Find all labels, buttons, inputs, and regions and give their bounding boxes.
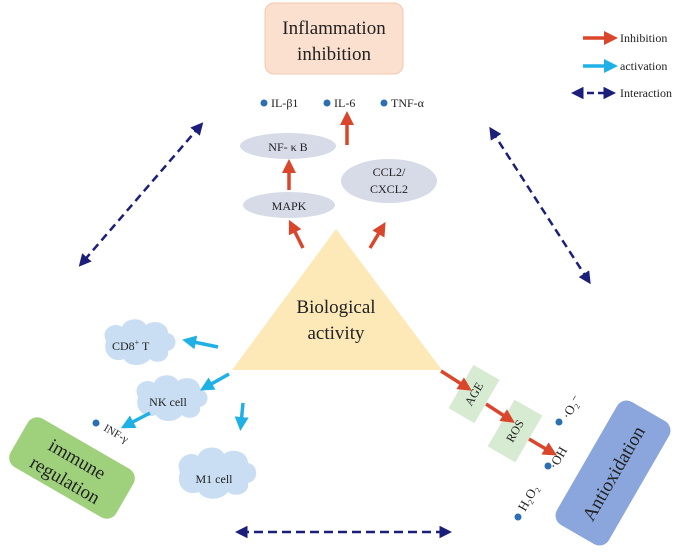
biological-activity-line1: Biological bbox=[296, 297, 375, 318]
h2o2-label: H₂O₂ bbox=[515, 482, 542, 514]
mapk-label: MAPK bbox=[272, 199, 307, 213]
legend-inhibition-label: Inhibition bbox=[620, 31, 667, 45]
arrow-center-to-ccl2 bbox=[368, 221, 386, 249]
nfkb-label: NF- κ B bbox=[268, 140, 307, 154]
m1-label: M1 cell bbox=[196, 472, 234, 486]
arrow-center-to-m1 bbox=[234, 402, 249, 431]
arrow-center-to-cd8 bbox=[182, 335, 219, 350]
ros-box: ROS bbox=[487, 399, 543, 463]
cytokine-dot-tnfa bbox=[380, 99, 388, 107]
cytokine-tnfa: TNF-α bbox=[391, 96, 425, 110]
legend: Inhibition activation Interaction bbox=[571, 31, 672, 100]
inflammation-title-line2: inhibition bbox=[297, 44, 371, 65]
cd8-cloud: CD8+ T bbox=[104, 319, 176, 365]
arrow-nk-to-inf bbox=[120, 411, 151, 429]
inflammation-box: Inflammation inhibition bbox=[264, 2, 404, 75]
inf-gamma-dot bbox=[92, 419, 100, 427]
cytokine-il1b: IL-β1 bbox=[271, 96, 298, 110]
cytokine-dot-il6 bbox=[323, 99, 331, 107]
ccl2-label-line1: CCL2/ bbox=[373, 165, 406, 179]
interaction-arrow-right bbox=[489, 126, 591, 285]
m1-cloud: M1 cell bbox=[178, 447, 257, 499]
cytokine-il6: IL-6 bbox=[334, 96, 355, 110]
cytokine-row: IL-β1 IL-6 TNF-α bbox=[260, 96, 425, 110]
inflammation-title-line1: Inflammation bbox=[282, 18, 386, 39]
mapk-node bbox=[243, 192, 335, 218]
legend-interaction-label: Interaction bbox=[620, 86, 672, 100]
cd8-label: CD8+ T bbox=[112, 338, 150, 353]
o2-label: ·O₂⁻ bbox=[559, 392, 585, 421]
oh-dot bbox=[544, 462, 552, 470]
ccl2-node bbox=[341, 159, 437, 203]
interaction-arrow-left bbox=[78, 122, 204, 267]
arrow-center-to-mapk bbox=[288, 219, 305, 249]
age-box: AGE bbox=[448, 364, 500, 424]
legend-activation-label: activation bbox=[620, 59, 667, 73]
biological-activity-triangle: Biological activity bbox=[232, 229, 442, 370]
ccl2-label-line2: CXCL2 bbox=[370, 182, 408, 196]
biological-activity-line2: activity bbox=[308, 323, 365, 344]
o2-dot bbox=[555, 418, 563, 426]
nfkb-node bbox=[240, 133, 336, 159]
nk-cloud: NK cell bbox=[136, 375, 208, 421]
arrow-age-to-ros bbox=[485, 402, 515, 423]
arrow-center-to-age bbox=[440, 369, 472, 391]
arrow-center-to-nk bbox=[199, 372, 230, 391]
arrow-ros-to-antioxidation bbox=[528, 437, 558, 456]
h2o2-dot bbox=[514, 513, 522, 521]
inf-gamma-label: INF-γ bbox=[102, 422, 131, 446]
nk-label: NK cell bbox=[149, 395, 187, 409]
cytokine-dot-il1b bbox=[260, 99, 268, 107]
